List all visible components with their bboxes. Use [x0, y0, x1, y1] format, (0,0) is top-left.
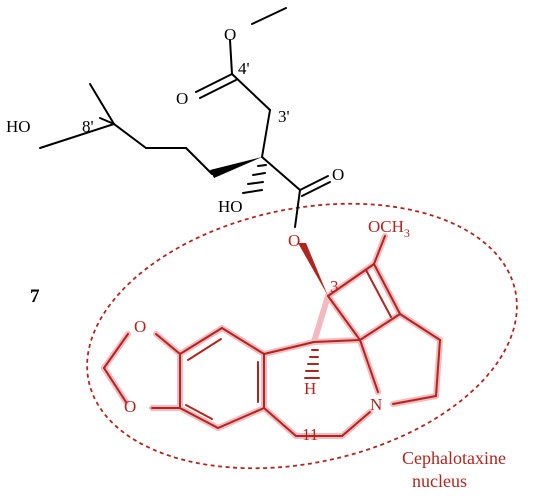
locant-8p: 8': [82, 117, 94, 136]
atom-och3-main: OCH: [368, 217, 404, 236]
atom-carbonyl-o-4p: O: [176, 89, 188, 108]
atom-n: N: [370, 395, 382, 414]
nucleus-label-line2: nucleus: [412, 471, 467, 491]
locant-4p: 4': [238, 59, 250, 78]
atom-ester-o: O: [288, 231, 300, 250]
nucleus-halo: [101, 233, 443, 439]
atom-carbonyl-o-ester: O: [332, 165, 344, 184]
nucleus-label-line1: Cephalotaxine: [402, 448, 506, 468]
atom-methoxy-o: O: [224, 25, 236, 44]
atom-dioxole-o-bottom: O: [124, 397, 136, 416]
atom-h: H: [304, 379, 316, 398]
atom-hydroxyl-8p: HO: [6, 117, 31, 136]
locant-3p: 3': [278, 107, 290, 126]
locant-3: 3: [330, 277, 339, 296]
atom-och3-sub: 3: [404, 226, 410, 240]
nucleus-bonds: [103, 235, 441, 437]
atom-dioxole-o-top: O: [134, 317, 146, 336]
atom-hydroxyl-2p: HO: [218, 197, 243, 216]
compound-number: 7: [30, 286, 40, 307]
side-chain-bonds: [39, 7, 331, 228]
atom-och3: OCH3: [368, 217, 410, 240]
locant-11: 11: [302, 425, 318, 444]
nucleus-outline: [86, 202, 518, 470]
